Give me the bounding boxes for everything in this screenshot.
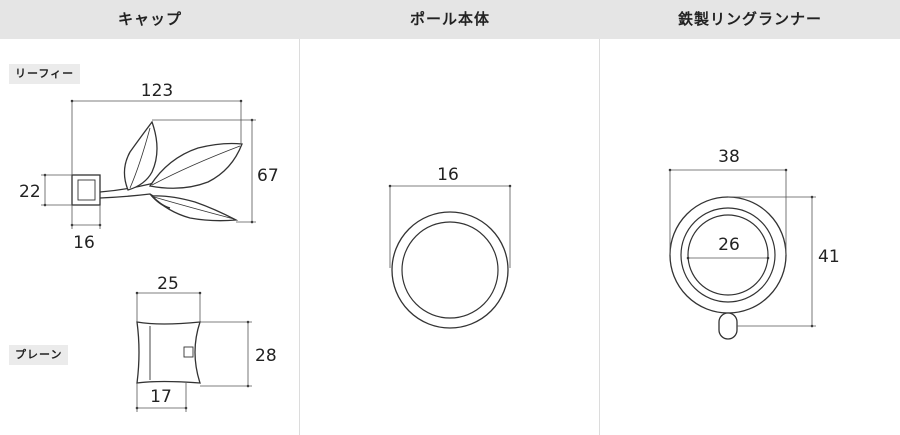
- leafy-cap-drawing: [71, 120, 243, 222]
- plain-cap-dimensions: [135, 291, 252, 412]
- plain-depth-value: 17: [150, 387, 172, 407]
- plain-cap-drawing: [136, 321, 201, 384]
- ring-outer-value: 38: [718, 147, 740, 167]
- leafy-neck-width-value: 16: [73, 233, 95, 253]
- column-header-bar: キャップ ポール本体 鉄製リングランナー: [0, 0, 900, 39]
- column-divider: [299, 39, 300, 435]
- column-title-ring: 鉄製リングランナー: [677, 10, 822, 28]
- leafy-cap-dimensions: [41, 99, 256, 229]
- ring-dimensions: [668, 168, 816, 328]
- pole-drawing: [391, 211, 509, 329]
- column-title-cap: キャップ: [117, 10, 182, 28]
- ring-height-value: 41: [818, 247, 840, 267]
- plain-cap-label: プレーン: [9, 345, 69, 365]
- leafy-width-value: 123: [141, 81, 173, 101]
- leafy-height-value: 67: [257, 166, 279, 186]
- column-divider: [599, 39, 600, 435]
- ring-drawing: [669, 196, 787, 340]
- plain-height-value: 28: [255, 346, 277, 366]
- ring-inner-value: 26: [718, 235, 740, 255]
- leafy-cap-label: リーフィー: [9, 64, 81, 84]
- pole-dimensions: [388, 184, 512, 268]
- pole-diameter-value: 16: [437, 165, 459, 185]
- leafy-neck-height-value: 22: [19, 182, 41, 202]
- column-title-pole: ポール本体: [409, 10, 490, 28]
- plain-width-value: 25: [157, 274, 179, 294]
